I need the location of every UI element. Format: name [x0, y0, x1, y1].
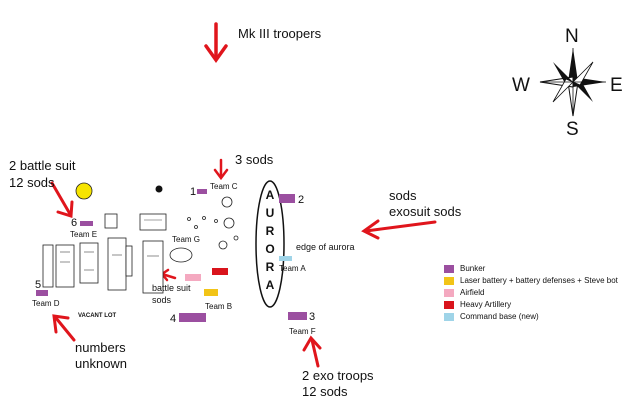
legend-item-bunker: Bunker	[444, 263, 640, 275]
bunker-number-2: 2	[298, 194, 305, 206]
bunker-5	[36, 290, 48, 296]
structure-oval	[169, 247, 193, 263]
aurora-letter-1: A	[265, 188, 275, 202]
legend-label-heavy-artillery: Heavy Artillery	[460, 300, 512, 309]
team-b-label: Team B	[205, 302, 233, 311]
arrow-battle-suit	[50, 181, 74, 218]
structure-circles	[187, 196, 239, 250]
arrow-mk3-troopers	[204, 22, 228, 64]
team-a-label: Team A	[279, 264, 306, 273]
bunker-4	[179, 313, 206, 322]
annotation-unknown: unknown	[75, 356, 128, 371]
team-c-label: Team C	[210, 182, 238, 191]
aurora-letter-4: O	[265, 242, 275, 256]
annotation-edge-of-aurora: edge of aurora	[296, 242, 355, 252]
buildings	[42, 213, 167, 294]
annotation-two-battle-suit: 2 battle suit	[9, 158, 76, 173]
team-g-label: Team G	[172, 235, 201, 244]
legend-item-command-base: Command base (new)	[444, 311, 640, 323]
compass-rose	[539, 48, 606, 117]
airfield-marker	[185, 274, 201, 281]
aurora-letter-2: U	[265, 206, 275, 220]
legend-label-laser-battery: Laser battery + battery defenses + Steve…	[460, 276, 618, 285]
annotation-battle-suit: battle suit	[152, 283, 191, 293]
annotation-twelve-sods-south: 12 sods	[302, 384, 348, 399]
legend-label-bunker: Bunker	[460, 264, 486, 273]
aurora-letter-5: R	[265, 260, 275, 274]
arrow-numbers-unknown	[52, 314, 76, 342]
compass-s: S	[566, 119, 579, 140]
annotation-two-exo-troops: 2 exo troops	[302, 368, 374, 383]
heavy-artillery-marker	[212, 268, 228, 275]
arrow-exosuit-sods	[361, 219, 437, 240]
annotation-twelve-sods-west: 12 sods	[9, 175, 55, 190]
aurora-letter-6: A	[265, 278, 275, 292]
laser-battery-circle	[75, 182, 93, 200]
aurora-ellipse	[255, 180, 285, 308]
bunker-number-1: 1	[190, 186, 197, 198]
aurora-letter-3: R	[265, 224, 275, 238]
compass-n: N	[565, 26, 579, 47]
legend-item-airfield: Airfield	[444, 287, 640, 299]
legend-swatch-airfield	[444, 289, 454, 297]
bunker-2	[279, 194, 295, 203]
bunker-number-5: 5	[35, 279, 42, 291]
black-dot	[155, 185, 163, 193]
annotation-exosuit-sods: exosuit sods	[389, 204, 462, 219]
bunker-number-4: 4	[170, 313, 177, 325]
annotation-mk3-troopers: Mk III troopers	[238, 26, 322, 41]
annotation-three-sods: 3 sods	[235, 152, 274, 167]
bunker-6	[80, 221, 93, 226]
arrow-battle-suit-sods	[160, 268, 177, 282]
annotation-battle-suit-sods: sods	[152, 295, 172, 305]
building-marks	[60, 219, 162, 271]
team-d-label: Team D	[32, 299, 60, 308]
compass-w: W	[512, 75, 530, 96]
legend-item-laser-battery: Laser battery + battery defenses + Steve…	[444, 275, 640, 287]
legend-swatch-heavy-artillery	[444, 301, 454, 309]
command-base-marker	[279, 256, 292, 261]
annotation-numbers: numbers	[75, 340, 126, 355]
bunker-number-3: 3	[309, 311, 316, 323]
team-e-label: Team E	[70, 230, 98, 239]
legend-label-command-base: Command base (new)	[460, 312, 539, 321]
legend-swatch-laser-battery	[444, 277, 454, 285]
team-f-label: Team F	[289, 327, 316, 336]
legend-item-heavy-artillery: Heavy Artillery	[444, 299, 640, 311]
label-vacant-lot: VACANT LOT	[78, 313, 117, 319]
annotation-sods-east: sods	[389, 188, 417, 203]
arrow-exo-troops	[302, 335, 322, 368]
legend-label-airfield: Airfield	[460, 288, 485, 297]
bunker-3	[288, 312, 307, 320]
compass-e: E	[610, 75, 623, 96]
legend-swatch-command-base	[444, 313, 454, 321]
arrow-three-sods	[213, 158, 229, 181]
bunker-number-6: 6	[71, 217, 78, 229]
laser-battery-marker	[204, 289, 218, 296]
legend-swatch-bunker	[444, 265, 454, 273]
bunker-1	[197, 189, 207, 194]
